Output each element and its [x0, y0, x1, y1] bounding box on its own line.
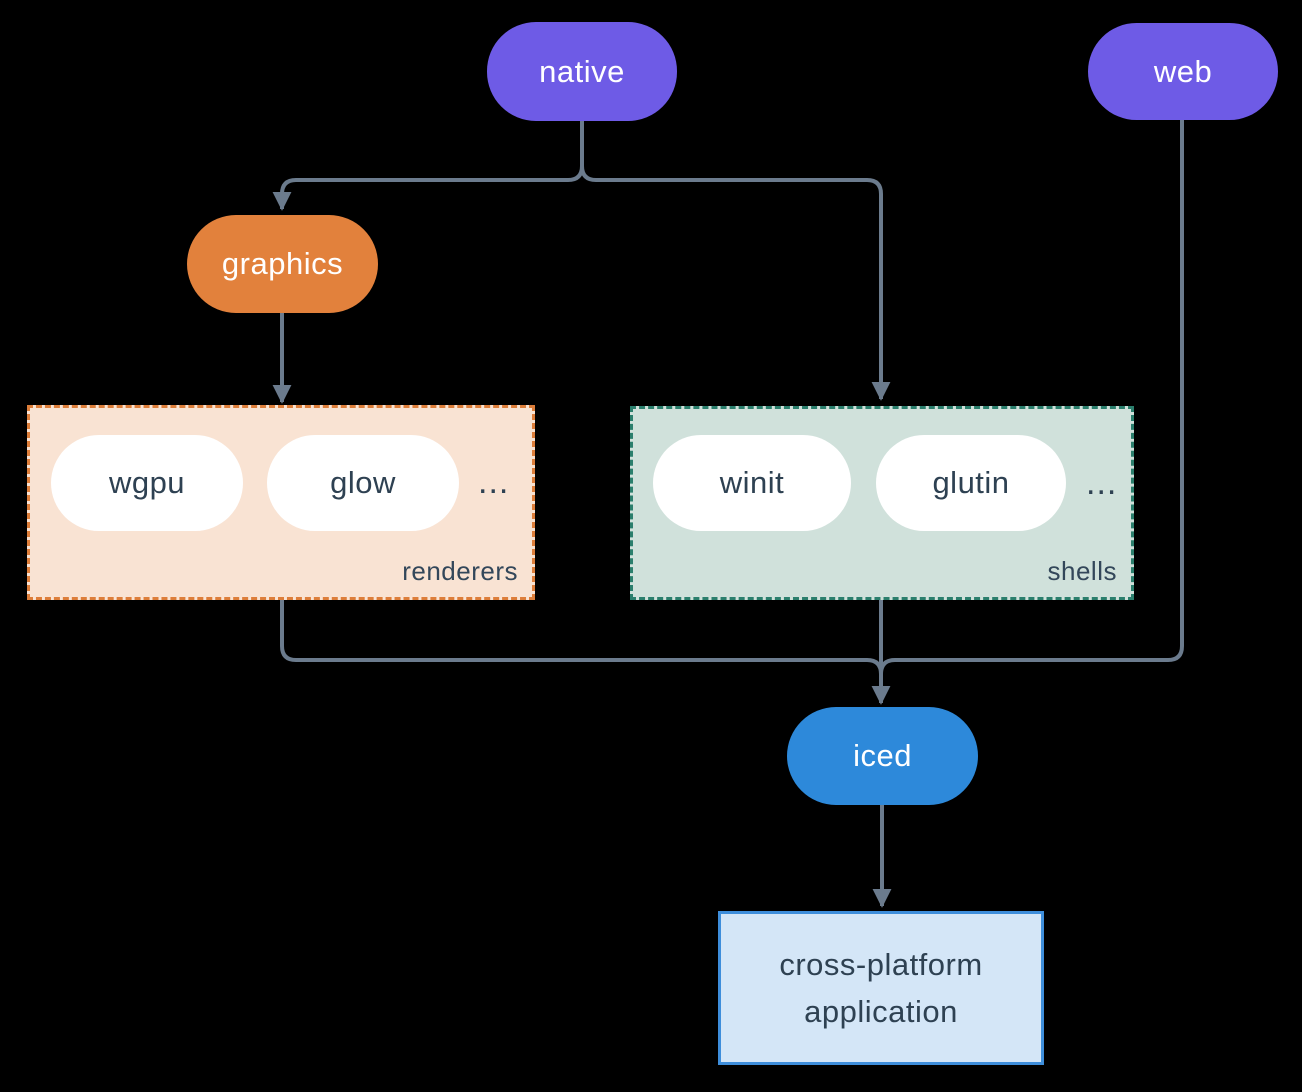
node-web: web — [1088, 23, 1278, 120]
shells-ellipsis: ... — [1086, 463, 1118, 502]
edge-native-to-shells — [580, 121, 891, 401]
node-iced: iced — [787, 707, 978, 805]
node-cross-platform-application: cross-platform application — [718, 911, 1044, 1065]
node-web-label: web — [1153, 53, 1213, 89]
node-iced-label: iced — [853, 738, 912, 773]
node-winit: winit — [653, 435, 851, 531]
group-shells-label: shells — [1047, 556, 1117, 586]
group-renderers-label: renderers — [402, 556, 518, 586]
node-winit-label: winit — [719, 465, 785, 500]
node-wgpu: wgpu — [51, 435, 243, 531]
renderers-ellipsis: ... — [478, 462, 510, 501]
node-wgpu-label: wgpu — [108, 465, 186, 500]
group-renderers: wgpu glow ... renderers — [27, 405, 535, 600]
node-native: native — [487, 22, 677, 121]
node-native-label: native — [539, 53, 625, 89]
group-shells: winit glutin ... shells — [630, 406, 1134, 600]
node-graphics: graphics — [187, 215, 378, 313]
edge-renderers-to-merge — [280, 600, 883, 688]
node-glow: glow — [267, 435, 459, 531]
edge-native-to-graphics — [272, 121, 584, 211]
node-glutin: glutin — [876, 435, 1066, 531]
node-glutin-label: glutin — [932, 465, 1010, 500]
node-cross-platform-application-label: cross-platform application — [779, 947, 983, 1029]
node-glow-label: glow — [330, 465, 396, 500]
node-graphics-label: graphics — [221, 246, 344, 281]
